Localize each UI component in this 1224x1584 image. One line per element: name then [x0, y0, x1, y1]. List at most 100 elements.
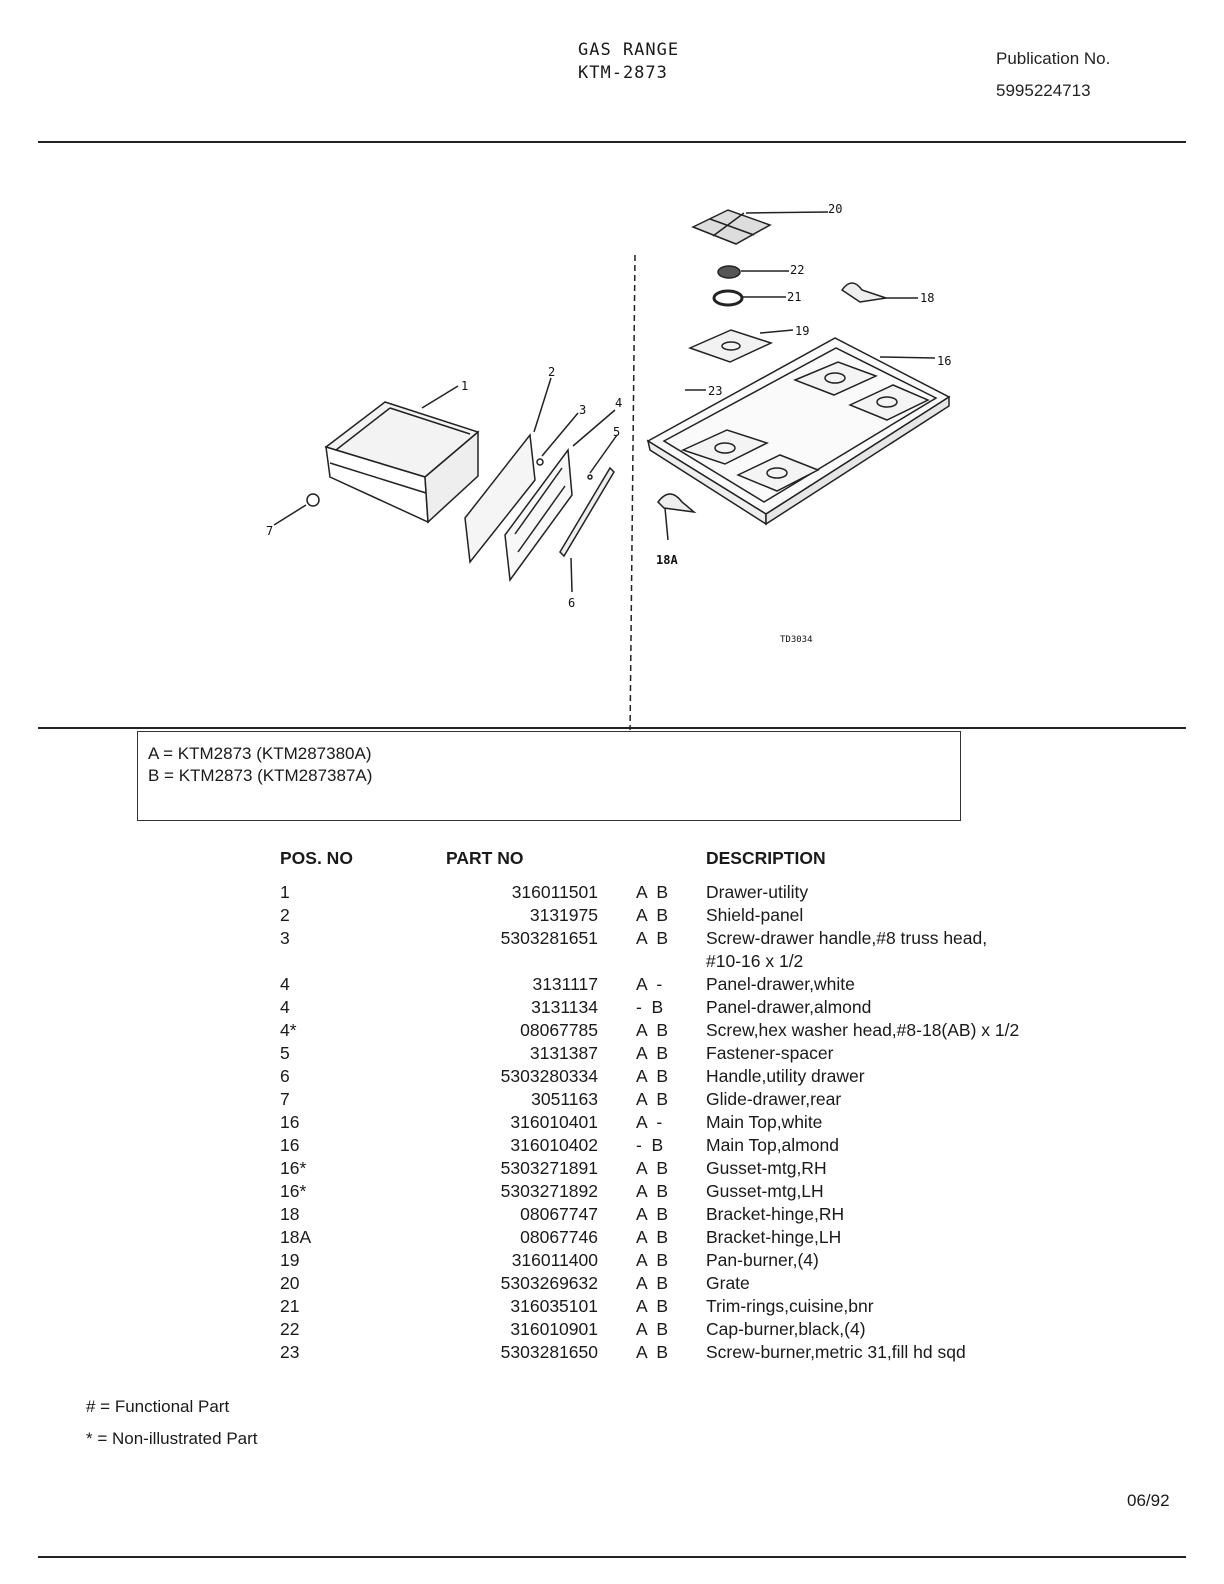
callout-7: 7: [266, 524, 273, 538]
table-row: #10-16 x 1/2: [280, 950, 1126, 973]
description-cell: #10-16 x 1/2: [706, 951, 804, 971]
pos-no-cell: 20: [280, 1273, 300, 1293]
model-number: KTM-2873: [578, 63, 668, 83]
part-no-cell: 316035101: [510, 1296, 598, 1316]
diagram-bottom-divider: [38, 727, 1186, 729]
callout-2: 2: [548, 365, 555, 379]
pos-no-cell: 16*: [280, 1158, 307, 1178]
document-title: GAS RANGE: [578, 40, 680, 60]
publication-number: 5995224713: [996, 81, 1091, 100]
part-no-cell: 316011501: [511, 882, 598, 902]
variant-cell: A -: [636, 974, 663, 994]
description-cell: Main Top,white: [706, 1112, 823, 1132]
header-description: DESCRIPTION: [706, 848, 826, 868]
handle-utility-drawer-drawing: [559, 466, 615, 558]
variant-cell: A B: [636, 882, 669, 902]
pos-no-cell: 16: [280, 1135, 300, 1155]
bracket-hinge-lh-drawing: [657, 493, 697, 541]
callout-1: 1: [461, 379, 468, 393]
description-cell: Drawer-utility: [706, 882, 809, 902]
pos-no-cell: 5: [280, 1043, 290, 1063]
description-cell: Trim-rings,cuisine,bnr: [706, 1296, 874, 1316]
pos-no-cell: 6: [280, 1066, 290, 1086]
description-cell: Bracket-hinge,RH: [706, 1204, 845, 1224]
variant-cell: A B: [636, 905, 669, 925]
drawer-utility-drawing: [324, 401, 480, 524]
cap-burner-drawing: [717, 265, 789, 279]
variant-cell: A B: [636, 1250, 669, 1270]
pos-no-cell: 4*: [280, 1020, 297, 1040]
variant-cell: A B: [636, 1273, 669, 1293]
variant-cell: A B: [636, 1342, 669, 1362]
variant-cell: A B: [636, 1089, 669, 1109]
grate-drawing: [691, 209, 829, 245]
description-cell: Fastener-spacer: [706, 1043, 834, 1063]
description-cell: Grate: [706, 1273, 750, 1293]
variant-cell: A B: [636, 1043, 669, 1063]
pos-no-cell: 21: [280, 1296, 300, 1316]
description-cell: Main Top,almond: [706, 1135, 839, 1155]
part-no-cell: 316010402: [510, 1135, 598, 1155]
part-no-cell: 5303269632: [500, 1273, 598, 1293]
pos-no-cell: 1: [280, 882, 290, 902]
publication-label: Publication No.: [996, 49, 1111, 68]
pos-no-cell: 22: [280, 1319, 300, 1339]
description-cell: Panel-drawer,almond: [706, 997, 872, 1017]
pos-no-cell: 3: [280, 928, 290, 948]
diagram-divider: [629, 254, 636, 730]
figure-code: TD3034: [780, 635, 813, 645]
variant-cell: A B: [636, 928, 669, 948]
variant-cell: A B: [636, 1066, 669, 1086]
table-row: 16 316010402 - B Main Top,almond: [280, 1134, 1126, 1157]
callout-3: 3: [579, 403, 586, 417]
variant-cell: A B: [636, 1158, 669, 1178]
fastener-spacer-drawing: [587, 474, 593, 480]
parts-table: POS. NO PART NO DESCRIPTION 1 316011501 A …: [280, 848, 1126, 1364]
variant-cell: A -: [636, 1112, 663, 1132]
description-cell: Pan-burner,(4): [706, 1250, 819, 1270]
part-no-cell: 3131134: [531, 997, 598, 1017]
callout-4: 4: [615, 396, 622, 410]
pos-no-cell: [280, 950, 380, 973]
callout-5: 5: [613, 425, 620, 439]
header-pos-no: POS. NO: [280, 848, 353, 868]
pos-no-cell: 19: [280, 1250, 300, 1270]
callout-20: 20: [828, 202, 842, 216]
variant-cell: - B: [636, 1135, 664, 1155]
description-cell: Bracket-hinge,LH: [706, 1227, 842, 1247]
parts-table-header: POS. NO PART NO DESCRIPTION: [280, 848, 1126, 881]
panel-drawer-drawing: [504, 447, 573, 583]
description-cell: Screw,hex washer head,#8-18(AB) x 1/2: [706, 1020, 1020, 1040]
variant-cell: A B: [636, 1181, 669, 1201]
callout-21: 21: [787, 290, 801, 304]
variant-cell: A B: [636, 1227, 669, 1247]
footnote-non-illustrated: * = Non-illustrated Part: [86, 1429, 258, 1448]
description-cell: Gusset-mtg,LH: [706, 1181, 824, 1201]
pos-no-cell: 16: [280, 1112, 300, 1132]
callout-18: 18: [920, 291, 934, 305]
table-row: 1 316011501 A B Drawer-utility: [280, 881, 1126, 904]
pos-no-cell: 4: [280, 974, 290, 994]
screw-drawer-handle-drawing: [536, 458, 544, 466]
pan-burner-drawing: [687, 329, 794, 363]
callout-23: 23: [708, 384, 722, 398]
trim-ring-drawing: [712, 289, 786, 307]
shield-panel-drawing: [464, 433, 536, 564]
part-no-cell: 3051163: [531, 1089, 598, 1109]
variant-cell: - B: [636, 997, 664, 1017]
bracket-hinge-rh-drawing: [840, 282, 918, 303]
glide-drawer-drawing: [273, 493, 320, 526]
part-no-cell: 08067746: [520, 1227, 598, 1247]
pos-no-cell: 16*: [280, 1181, 307, 1201]
description-cell: Shield-panel: [706, 905, 804, 925]
part-no-cell: 5303280334: [500, 1066, 598, 1086]
